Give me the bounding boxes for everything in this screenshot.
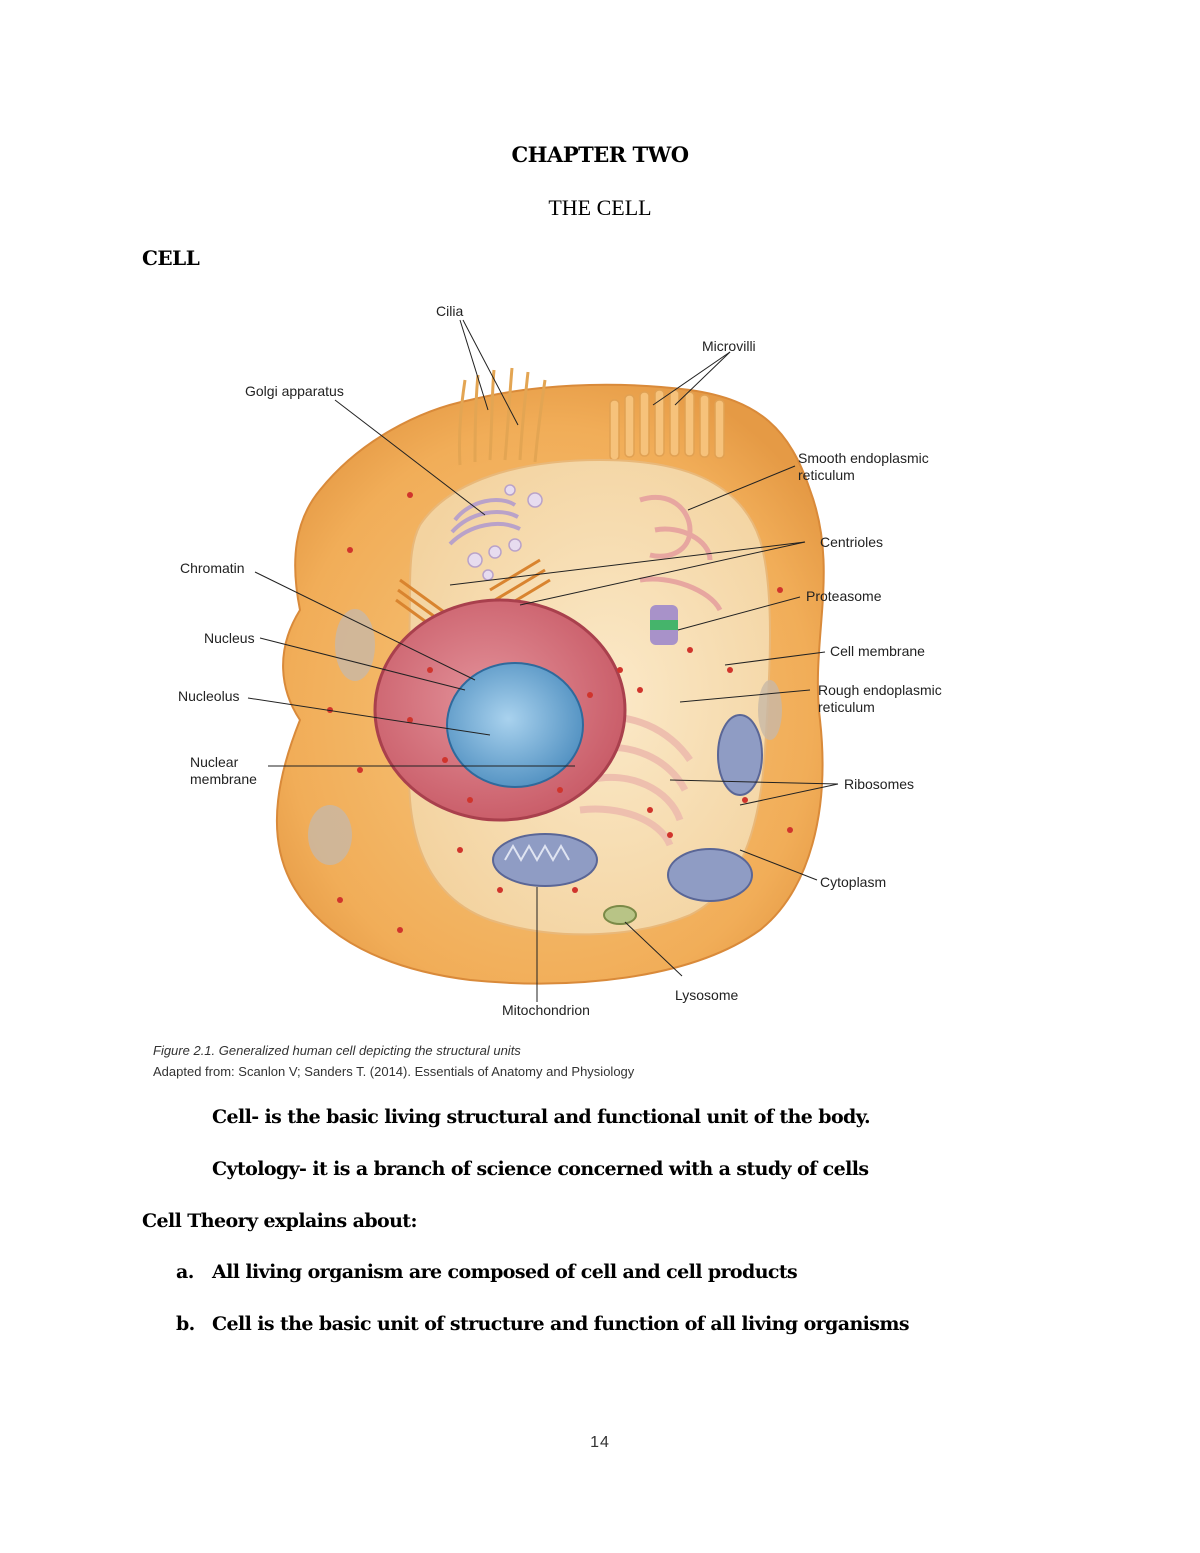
proteasome [650,605,678,645]
mitochondrion [492,833,598,887]
ribosomes [327,492,793,933]
label-nucleolus: Nucleolus [178,688,240,704]
list-marker: a. [176,1261,194,1283]
definition-cytology: Cytology- it is a branch of science conc… [212,1158,869,1180]
smooth-er [639,494,723,612]
label-ribosomes: Ribosomes [844,776,915,792]
label-nuclear-membrane-1: Nuclear [190,754,239,770]
golgi-apparatus [448,498,521,546]
caption-source: Adapted from: Scanlon V; Sanders T. (201… [153,1064,635,1079]
label-mitochondrion: Mitochondrion [502,1002,590,1018]
mitochondrion [717,714,763,796]
list-marker: b. [176,1313,195,1335]
microvilli-row [609,389,725,461]
cell-theory-intro: Cell Theory explains about: [142,1210,417,1232]
page-number: 14 [590,1434,610,1451]
definition-text: - it is a branch of science concerned wi… [299,1158,869,1180]
label-rough-er-2: reticulum [818,699,875,715]
vesicles [467,484,543,581]
figure-caption: Figure 2.1. Generalized human cell depic… [153,1040,634,1082]
label-lysosome: Lysosome [675,987,739,1003]
label-smooth-er-2: reticulum [798,467,855,483]
cell-diagram: Cilia Microvilli Golgi apparatus Smooth … [170,290,970,1030]
list-item: a. All living organism are composed of ce… [176,1261,798,1283]
definition-term: Cell [212,1106,252,1128]
label-leader-lines [247,319,839,1002]
definition-term: Cytology [212,1158,300,1180]
definition-text: - is the basic living structural and fun… [251,1106,871,1128]
label-cytoplasm: Cytoplasm [820,874,887,890]
cell-illustration [247,319,839,1002]
label-proteasome: Proteasome [806,588,882,604]
vacuoles [308,609,782,865]
cilia-tuft [457,367,547,466]
section-subtitle: THE CELL [548,195,652,220]
label-microvilli: Microvilli [702,338,756,354]
label-cell-membrane: Cell membrane [830,643,925,659]
label-nuclear-membrane-2: membrane [190,771,257,787]
lysosome [603,905,637,925]
label-centrioles: Centrioles [820,534,884,550]
list-item-text: All living organism are composed of cell… [212,1261,798,1283]
label-chromatin: Chromatin [180,560,245,576]
chapter-title: CHAPTER TWO [511,142,689,167]
caption-title: Figure 2.1. Generalized human cell depic… [153,1043,521,1058]
section-heading: CELL [142,246,200,270]
list-item: b. Cell is the basic unit of structure an… [176,1313,910,1335]
nucleolus [446,662,584,788]
label-cilia: Cilia [436,303,464,319]
definition-cell: Cell- is the basic living structural and… [212,1106,871,1128]
label-nucleus: Nucleus [204,630,255,646]
list-item-text: Cell is the basic unit of structure and … [212,1313,910,1335]
label-rough-er-1: Rough endoplasmic [818,682,942,698]
mitochondrion [667,848,753,902]
label-golgi-apparatus: Golgi apparatus [245,383,344,399]
label-smooth-er-1: Smooth endoplasmic [798,450,929,466]
